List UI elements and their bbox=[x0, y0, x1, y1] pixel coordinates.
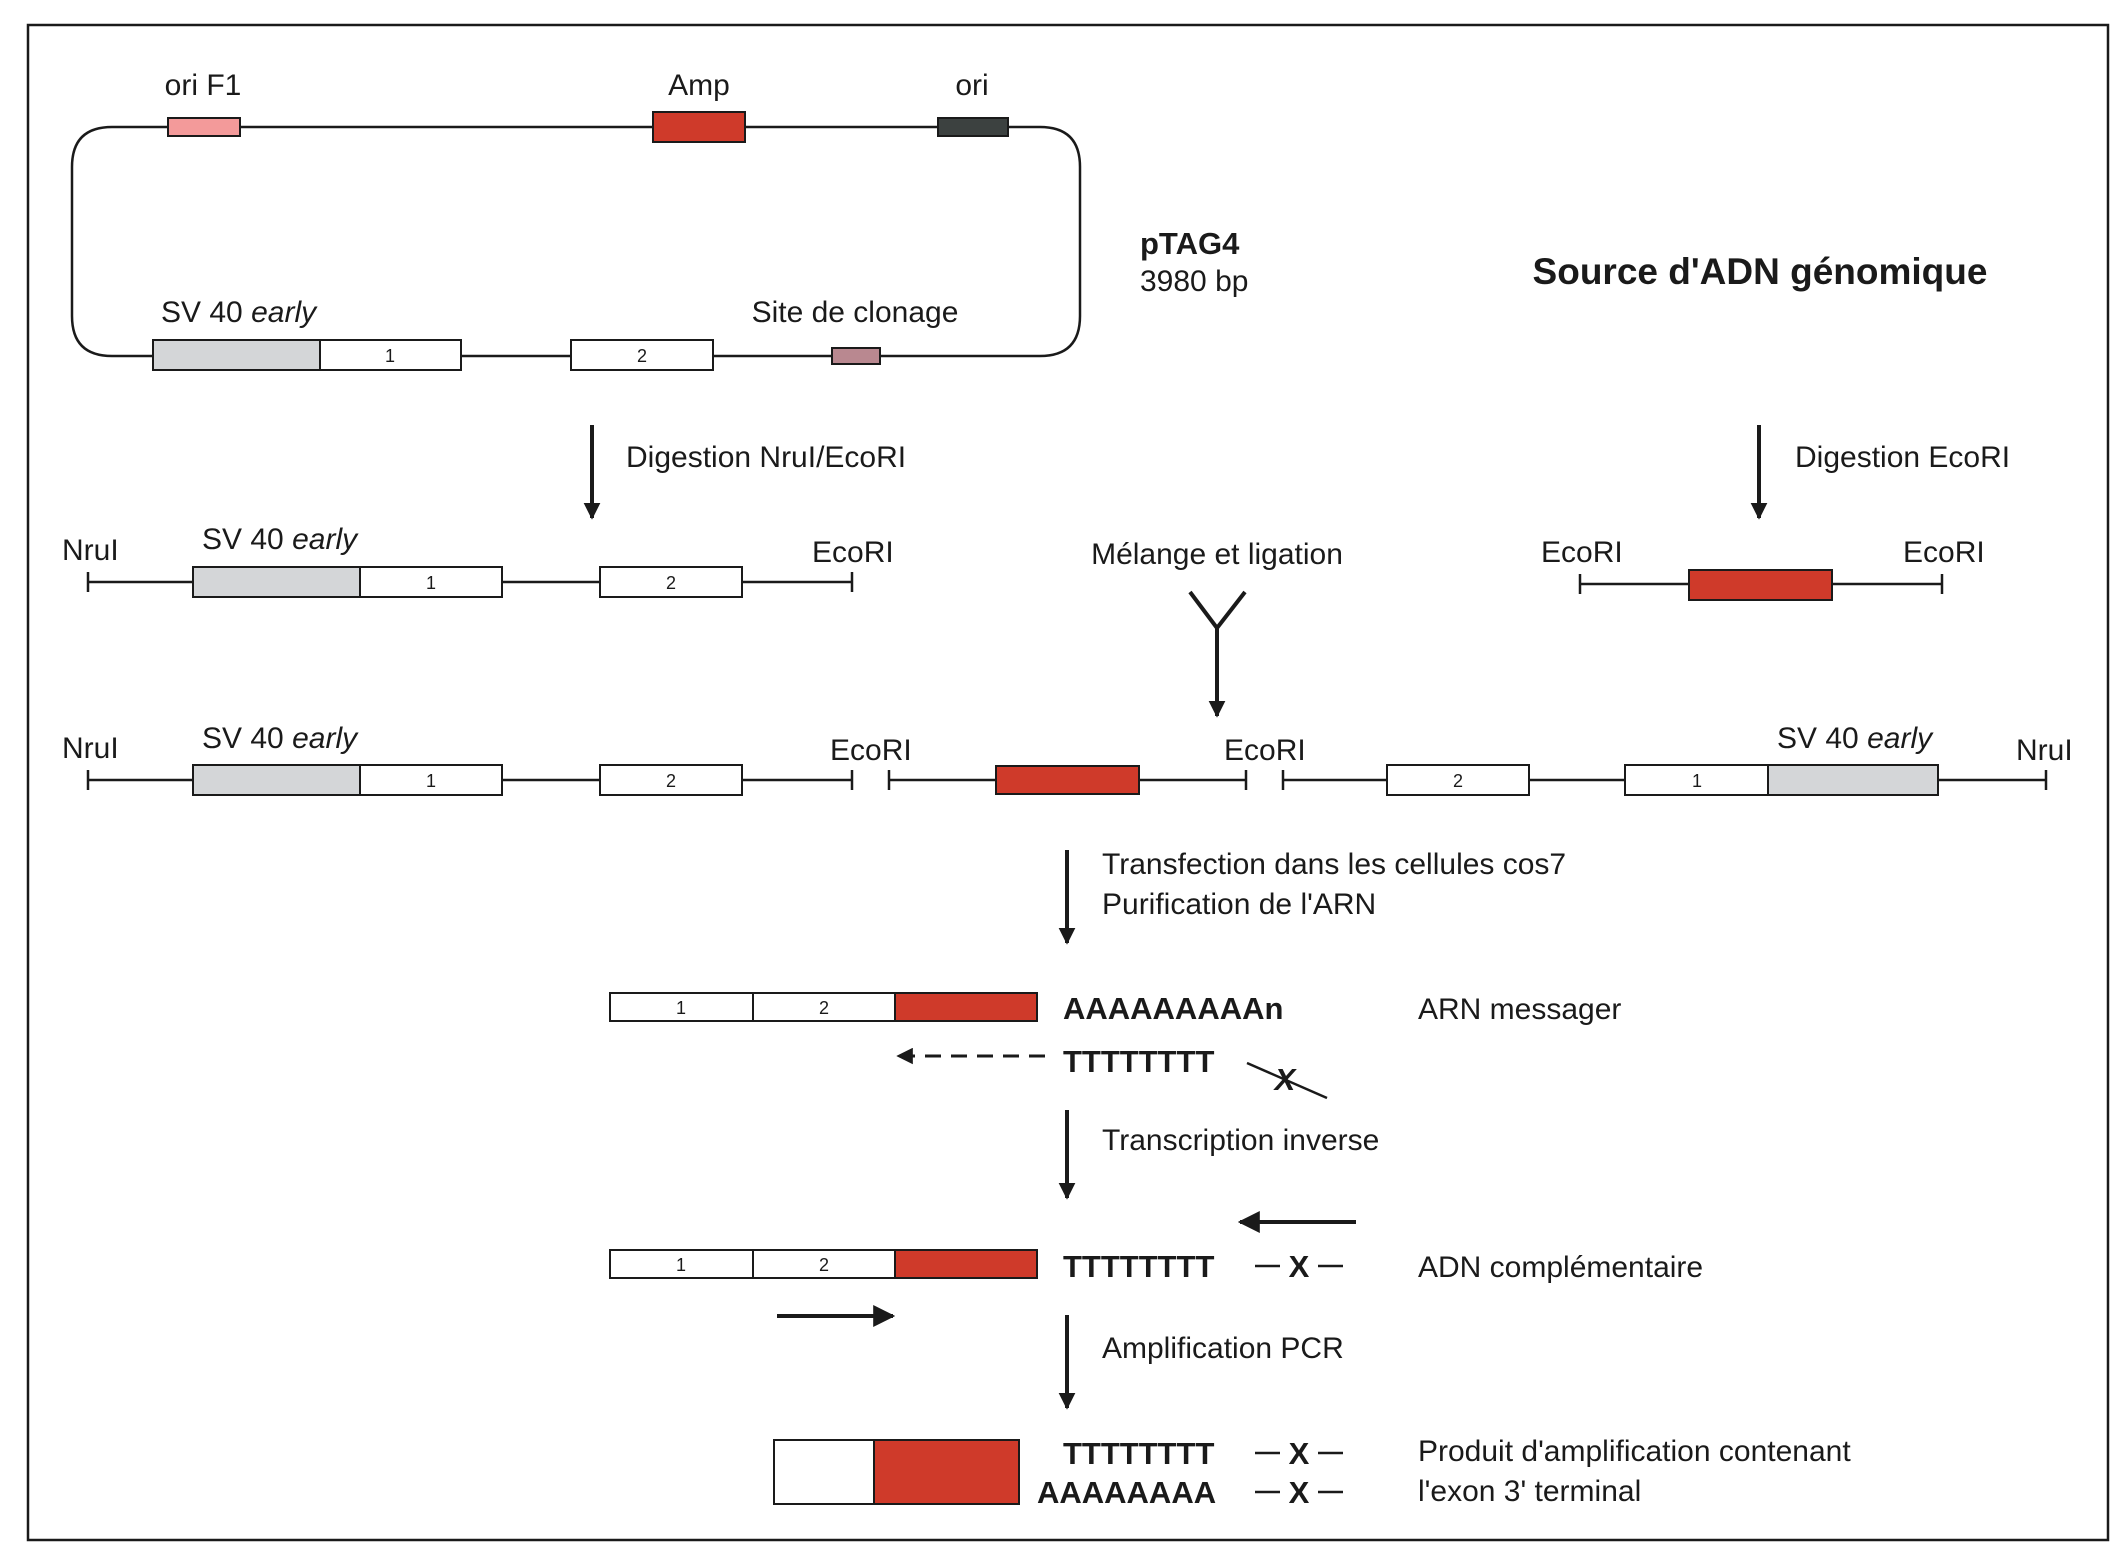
mrna-label: ARN messager bbox=[1418, 993, 1621, 1026]
ecori-label: EcoRI bbox=[1541, 536, 1623, 569]
exon-1-box bbox=[359, 764, 503, 796]
mix-ligation-label: Mélange et ligation bbox=[1091, 538, 1343, 571]
exon-2-box bbox=[1386, 764, 1530, 796]
final-exon-2-box bbox=[773, 1439, 875, 1505]
exon-2-box bbox=[752, 992, 896, 1022]
ori-element bbox=[937, 117, 1009, 137]
genomic-exon-box bbox=[995, 765, 1140, 795]
plasmid-map: ori F1 Amp ori SV 40 early 1 2 Site de c… bbox=[70, 69, 1248, 371]
ori-f1-element bbox=[167, 117, 241, 137]
ecori-label: EcoRI bbox=[1224, 734, 1306, 767]
mrna-row: 1 2 AAAAAAAAAn ARN messager bbox=[609, 991, 1621, 1026]
exon-2-number: 2 bbox=[1453, 771, 1463, 791]
exon-1-number: 1 bbox=[676, 1255, 686, 1275]
cloning-site-element bbox=[831, 347, 881, 365]
nrui-label: NruI bbox=[2016, 734, 2073, 767]
ori-f1-label: ori F1 bbox=[165, 69, 242, 102]
exon-1-number: 1 bbox=[1692, 771, 1702, 791]
anchor-x-marker: X bbox=[1289, 1436, 1310, 1471]
anchor-x-marker: X bbox=[1289, 1475, 1310, 1510]
nrui-label: NruI bbox=[62, 732, 119, 765]
sv40-label: SV 40 early bbox=[202, 722, 359, 755]
plasmid-backbone bbox=[70, 125, 1082, 358]
exon-2-box bbox=[599, 566, 743, 598]
exon-2-number: 2 bbox=[819, 998, 829, 1018]
ori-label: ori bbox=[955, 69, 988, 102]
exon-2-box bbox=[599, 764, 743, 796]
exon-1-number: 1 bbox=[385, 346, 395, 366]
oligo-dt-primer: TTTTTTTT X bbox=[896, 1044, 1328, 1100]
anchor-tail-line bbox=[1246, 1061, 1328, 1100]
oligo-dt-sequence: TTTTTTTT bbox=[1063, 1249, 1215, 1284]
nrui-label: NruI bbox=[62, 534, 119, 567]
digestion-ecori-label: Digestion EcoRI bbox=[1795, 441, 2010, 474]
merge-branch-right bbox=[1215, 590, 1247, 630]
terminal-exon-box bbox=[894, 992, 1038, 1022]
sv40-label: SV 40 early bbox=[1777, 722, 1934, 755]
sv40-label: SV 40 early bbox=[161, 296, 318, 329]
merge-arrow bbox=[1188, 590, 1247, 718]
amp-element bbox=[652, 111, 746, 143]
sv40-element bbox=[192, 764, 361, 796]
anchor-x-marker: X bbox=[1273, 1062, 1298, 1097]
transfection-label: Transfection dans les cellules cos7 bbox=[1102, 848, 1566, 881]
ecori-label: EcoRI bbox=[830, 734, 912, 767]
exon-2-number: 2 bbox=[666, 573, 676, 593]
recombinant-construct: 1 2 NruI SV 40 early EcoRI EcoRI 2 1 SV … bbox=[62, 722, 2073, 796]
terminal-exon-box bbox=[894, 1249, 1038, 1279]
polya-tail: AAAAAAAAAn bbox=[1063, 991, 1283, 1026]
pcr-label: Amplification PCR bbox=[1102, 1332, 1344, 1365]
digestion-nrui-ecori-label: Digestion NruI/EcoRI bbox=[626, 441, 906, 474]
sv40-element bbox=[152, 339, 321, 371]
plasmid-name: pTAG4 bbox=[1140, 226, 1240, 261]
exon-1-box bbox=[609, 992, 754, 1022]
cdna-label: ADN complémentaire bbox=[1418, 1251, 1703, 1284]
vector-fragment: 1 2 NruI SV 40 early EcoRI bbox=[62, 523, 894, 598]
final-terminal-exon-box bbox=[873, 1439, 1020, 1505]
genomic-exon-box bbox=[1688, 569, 1833, 601]
merge-branch-left bbox=[1188, 590, 1219, 630]
exon-1-box bbox=[359, 566, 503, 598]
cloning-site-label: Site de clonage bbox=[752, 296, 959, 329]
exon-2-box bbox=[752, 1249, 896, 1279]
anchor-x-marker: X bbox=[1289, 1249, 1310, 1284]
sv40-element bbox=[192, 566, 361, 598]
exon-1-number: 1 bbox=[426, 573, 436, 593]
final-polya-sequence: AAAAAAAA bbox=[1037, 1475, 1216, 1510]
sv40-element bbox=[1767, 764, 1939, 796]
exon-2-number: 2 bbox=[819, 1255, 829, 1275]
genomic-source-title: Source d'ADN génomique bbox=[1533, 251, 1988, 292]
purification-label: Purification de l'ARN bbox=[1102, 888, 1376, 921]
final-product-row: TTTTTTTT AAAAAAAA X X Produit d'amplific… bbox=[773, 1435, 1851, 1510]
exon-2-number: 2 bbox=[637, 346, 647, 366]
amp-label: Amp bbox=[668, 69, 730, 102]
ecori-label: EcoRI bbox=[1903, 536, 1985, 569]
ecori-label: EcoRI bbox=[812, 536, 894, 569]
final-oligo-dt-sequence: TTTTTTTT bbox=[1063, 1436, 1215, 1471]
plasmid-size: 3980 bp bbox=[1140, 265, 1248, 298]
genomic-fragment: EcoRI EcoRI bbox=[1541, 536, 1985, 601]
cdna-row: 1 2 TTTTTTTT X ADN complémentaire bbox=[609, 1249, 1703, 1284]
exon-1-box bbox=[319, 339, 462, 371]
sv40-label: SV 40 early bbox=[202, 523, 359, 556]
exon-1-number: 1 bbox=[426, 771, 436, 791]
reverse-transcription-label: Transcription inverse bbox=[1102, 1124, 1379, 1157]
exon-1-number: 1 bbox=[676, 998, 686, 1018]
exon-2-box bbox=[570, 339, 714, 371]
exon-2-number: 2 bbox=[666, 771, 676, 791]
final-product-label-line2: l'exon 3' terminal bbox=[1418, 1475, 1641, 1508]
oligo-dt-sequence: TTTTTTTT bbox=[1063, 1044, 1215, 1079]
final-product-label-line1: Produit d'amplification contenant bbox=[1418, 1435, 1851, 1468]
